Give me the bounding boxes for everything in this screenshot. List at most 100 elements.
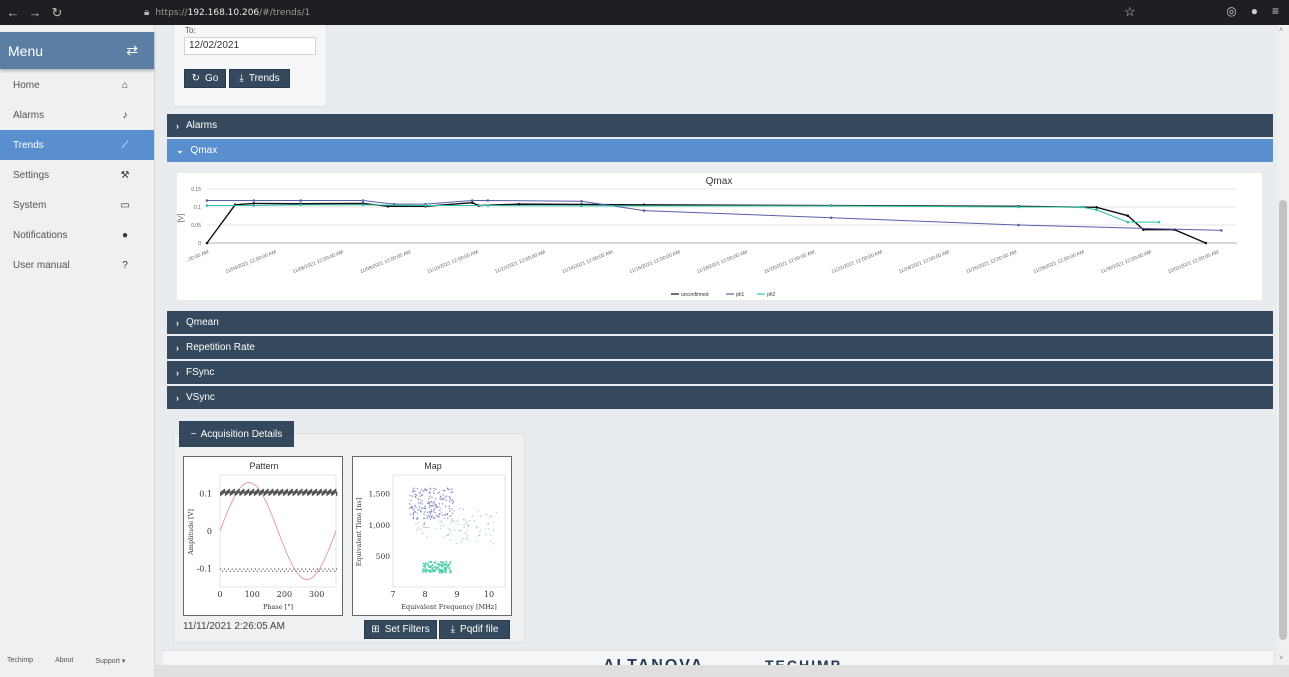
- map-dots-ph1: [435, 503, 437, 506]
- map-dots-ph2: [428, 565, 431, 568]
- map-dots-ph1: [424, 505, 426, 507]
- legend-label-ph2: ph2: [767, 292, 776, 298]
- pattern-dots-positive: [309, 489, 312, 494]
- map-dots-ph2: [435, 566, 437, 568]
- sidebar-item-system[interactable]: System▭: [0, 190, 154, 220]
- data-point-ph2: [829, 204, 833, 208]
- bookmark-star-icon[interactable]: ☆: [1124, 4, 1136, 19]
- data-point-unconfirmed: [1142, 228, 1145, 231]
- to-date-input[interactable]: 12/02/2021: [184, 37, 316, 55]
- footer-support-link[interactable]: Support ▾: [95, 658, 126, 665]
- map-dots-ph1: [444, 496, 446, 498]
- vertical-scrollbar-thumb[interactable]: [1279, 200, 1287, 640]
- map-dots-ph2-scatter: [475, 525, 478, 527]
- profile-icon[interactable]: ●: [1250, 4, 1258, 18]
- x-tick-label: 11/12/2021 12:00:00 AM: [494, 249, 546, 275]
- pattern-dots-positive: [332, 491, 334, 496]
- map-dots-ph1: [419, 495, 421, 497]
- go-button[interactable]: ↻Go: [184, 69, 226, 88]
- forward-icon[interactable]: →: [28, 5, 42, 20]
- map-dots-ph1: [424, 489, 426, 491]
- pqdif-file-button[interactable]: ⤓Pqdif file: [439, 620, 510, 639]
- map-dots-ph1: [427, 502, 429, 504]
- pattern-dots-positive: [281, 488, 284, 493]
- map-dots-ph2: [424, 566, 426, 568]
- pattern-dots-positive: [319, 489, 321, 494]
- pattern-dots-negative: [239, 568, 241, 570]
- map-dots-ph1: [418, 506, 420, 508]
- section-qmean[interactable]: ›Qmean: [167, 311, 1273, 334]
- map-dots-ph2-scatter: [450, 521, 452, 524]
- map-dots-ph1: [450, 491, 452, 494]
- pattern-dots-negative: [285, 568, 287, 570]
- section-vsync[interactable]: ›VSync: [167, 386, 1273, 409]
- section-repetition-rate[interactable]: ›Repetition Rate: [167, 336, 1273, 359]
- set-filters-button[interactable]: ⊞Set Filters: [364, 620, 437, 639]
- sidebar-item-alarms[interactable]: Alarms♪: [0, 100, 154, 130]
- pattern-dots-negative: [221, 570, 224, 573]
- pattern-dots-positive: [323, 490, 325, 495]
- footer-about-link[interactable]: About: [55, 657, 74, 664]
- pattern-dots-positive: [243, 488, 245, 493]
- x-tick-label: 10: [484, 590, 494, 599]
- pattern-dots-negative: [249, 570, 251, 573]
- section-alarms[interactable]: ›Alarms: [167, 114, 1273, 137]
- sidebar-item-home[interactable]: Home⌂: [0, 70, 154, 100]
- pattern-dots-positive: [325, 488, 327, 493]
- section-fsync[interactable]: ›FSync: [167, 361, 1273, 384]
- map-dots-ph2: [428, 570, 430, 572]
- pocket-icon[interactable]: ◎: [1226, 4, 1237, 18]
- map-dots-ph1: [428, 503, 430, 505]
- map-dots-ph1-scatter: [425, 527, 427, 529]
- acquisition-details-toggle[interactable]: −Acquisition Details: [179, 421, 294, 447]
- map-dots-ph1-scatter: [480, 515, 482, 517]
- map-dots-ph1: [446, 487, 449, 489]
- section-qmax[interactable]: ⌄Qmax: [167, 139, 1273, 162]
- pattern-dots-positive: [317, 491, 320, 496]
- chevron-right-icon: ›: [176, 342, 179, 353]
- map-dots-ph1-scatter: [420, 529, 422, 531]
- reload-icon[interactable]: ↻: [51, 4, 63, 20]
- map-dots-ph2-scatter: [443, 524, 445, 526]
- sidebar-item-settings[interactable]: Settings⚒: [0, 160, 154, 190]
- map-dots-ph1: [412, 517, 414, 520]
- map-dots-ph2: [426, 569, 428, 572]
- map-dots-ph1: [449, 497, 451, 499]
- pattern-dots-positive: [269, 491, 271, 496]
- map-dots-ph1: [433, 516, 435, 519]
- y-axis-label: [V]: [178, 214, 185, 223]
- map-dots-ph1-scatter: [454, 529, 456, 531]
- pattern-dots-positive: [297, 491, 299, 496]
- scroll-down-arrow-icon[interactable]: ˅: [1279, 655, 1284, 662]
- pattern-dots-negative: [233, 570, 235, 573]
- horizontal-scrollbar[interactable]: [155, 665, 1289, 677]
- toggle-menu-icon[interactable]: ⇄: [126, 42, 138, 58]
- trends-download-button[interactable]: ⤓Trends: [229, 69, 290, 88]
- pattern-dots-positive: [314, 489, 317, 494]
- map-dots-ph2: [442, 570, 445, 572]
- map-dots-ph1: [424, 511, 426, 513]
- chevron-down-icon: ⌄: [176, 145, 184, 155]
- address-bar[interactable]: 🔒︎ https://192.168.10.206/#/trends/1: [144, 7, 311, 18]
- data-point-unconfirmed: [1204, 241, 1208, 245]
- map-dots-ph1: [441, 498, 443, 500]
- x-tick-label: ...00:00 AM: [184, 249, 210, 264]
- legend-label-unconfirmed: unconfirmed: [681, 292, 709, 298]
- back-icon[interactable]: ←: [6, 5, 20, 20]
- map-title: Map: [424, 461, 442, 471]
- footer-techimp-link[interactable]: Techimp: [7, 657, 34, 664]
- pattern-dots-negative: [256, 570, 258, 573]
- x-tick-label: 7: [390, 590, 395, 599]
- map-dots-ph1-scatter: [462, 508, 464, 510]
- sidebar-item-notifications[interactable]: Notifications●: [0, 220, 154, 250]
- x-axis-label: Phase [°]: [263, 603, 293, 611]
- scroll-up-arrow-icon[interactable]: ˄: [1279, 27, 1284, 34]
- pattern-dots-positive: [331, 491, 333, 496]
- map-dots-ph1: [437, 492, 439, 495]
- map-dots-ph1-scatter: [490, 515, 492, 517]
- sidebar-item-user-manual[interactable]: User manual?: [0, 250, 154, 280]
- sidebar-item-trends[interactable]: Trends⟋: [0, 130, 154, 160]
- hamburger-menu-icon[interactable]: ≡: [1271, 4, 1279, 18]
- y-tick-label: 0: [198, 241, 201, 247]
